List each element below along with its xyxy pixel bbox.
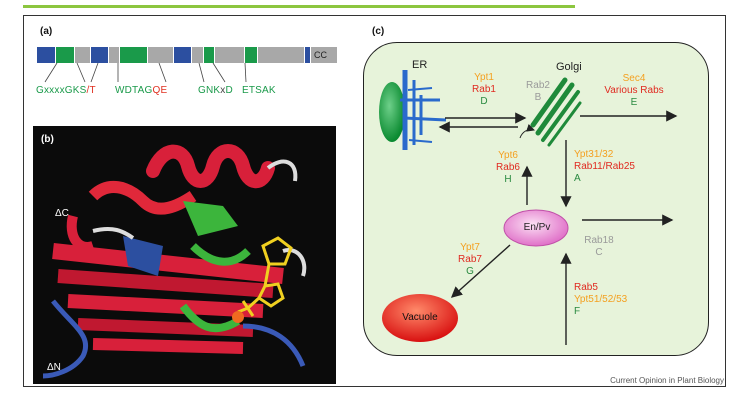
- er-organelle: [379, 70, 447, 150]
- alpha-helix-top: [146, 144, 298, 189]
- en-pv-label: En/Pv: [523, 222, 551, 233]
- bar-segment-gray: [109, 47, 120, 63]
- figure-frame: [23, 15, 726, 387]
- bar-segment-gray: [74, 47, 91, 63]
- motif-1-part: GKS: [64, 85, 87, 96]
- motif-1-part: /: [86, 85, 90, 96]
- bar-segment-gray: [310, 47, 337, 63]
- alpha-helix-left: [88, 181, 197, 215]
- route-b: Rab2 B: [524, 80, 552, 104]
- route-e: Sec4 Various Rabs E: [600, 73, 668, 109]
- bar-segment-green: [55, 47, 75, 63]
- bar-segment-green: [244, 47, 259, 63]
- er-label: ER: [412, 59, 428, 71]
- route-a-plant: Rab11/Rab25: [574, 161, 635, 172]
- loop-white: [92, 227, 135, 240]
- motif-3: GNKxD: [198, 85, 233, 96]
- route-e-plant: Various Rabs: [604, 85, 664, 96]
- beta-sheet: [52, 243, 284, 354]
- bar-segment-blue: [305, 47, 311, 63]
- motif-1: GxxxxGKS/T: [36, 85, 96, 96]
- route-e-yeast: Sec4: [622, 73, 646, 84]
- golgi-label: Golgi: [556, 61, 582, 73]
- route-a-letter: A: [574, 173, 581, 184]
- route-f-letter: F: [574, 306, 581, 317]
- route-h-letter: H: [504, 174, 512, 185]
- bar-segment-blue: [37, 47, 56, 63]
- journal-credit: Current Opinion in Plant Biology: [610, 376, 724, 385]
- bar-segment-gray: [148, 47, 175, 63]
- route-b-letter: B: [534, 92, 542, 103]
- route-g: Ypt7 Rab7 G: [458, 242, 482, 278]
- route-f: Rab5 Ypt51/52/53 F: [574, 282, 627, 318]
- protein-structure-image: (b) ΔC ΔN: [33, 126, 336, 384]
- endosome-organelle: [503, 209, 569, 247]
- route-c-letter: C: [595, 247, 603, 258]
- ribbon-diagram: [42, 144, 307, 379]
- route-a-yeast: Ypt31/32: [574, 149, 614, 160]
- loop-blue-right: [242, 323, 306, 367]
- bar-segment-blue: [174, 47, 193, 63]
- route-g-letter: G: [466, 266, 474, 277]
- motif-4: ETSAK: [242, 85, 276, 96]
- route-e-letter: E: [630, 97, 638, 108]
- route-c-plant: Rab18: [584, 235, 614, 246]
- cc-label: CC: [314, 50, 327, 60]
- top-accent-line: [23, 5, 575, 8]
- p-loop-green: [179, 303, 241, 333]
- route-g-plant: Rab7: [458, 254, 482, 265]
- gtp-ligand: [237, 236, 293, 317]
- route-f-plant: Rab5: [574, 282, 598, 293]
- n-term-blue: [42, 299, 89, 379]
- bar-segment-gray: [192, 47, 205, 63]
- bar-segment-blue: [90, 47, 110, 63]
- motif-4-part: ETSAK: [242, 85, 276, 96]
- motif-2: WDTAGQE: [115, 85, 167, 96]
- motif-2-part: WDTAG: [115, 85, 153, 96]
- route-d-letter: D: [480, 96, 488, 107]
- route-h-yeast: Ypt6: [498, 150, 518, 161]
- arrow-endosome-to-vacuole: [450, 244, 511, 298]
- route-d-plant: Rab1: [472, 84, 496, 95]
- arrow-golgi-retrograde: [519, 123, 535, 139]
- route-g-yeast: Ypt7: [460, 242, 480, 253]
- route-h: Ypt6 Rab6 H: [496, 150, 520, 186]
- route-a: Ypt31/32 Rab11/Rab25 A: [574, 149, 635, 185]
- motif-3-part: x: [220, 85, 226, 96]
- route-f-yeast: Ypt51/52/53: [574, 294, 628, 305]
- panel-b-label: (b): [41, 134, 54, 145]
- delta-c-label: ΔC: [55, 208, 69, 219]
- switch-region-green: [183, 201, 238, 236]
- bar-segment-gray: [258, 47, 306, 63]
- route-d-yeast: Ypt1: [474, 72, 494, 83]
- motif-1-part: Gxxxx: [36, 85, 65, 96]
- route-h-plant: Rab6: [496, 162, 520, 173]
- bar-segment-gray: [214, 47, 245, 63]
- route-c: Rab18 C: [580, 235, 618, 259]
- loop-white: [282, 248, 307, 277]
- golgi-organelle: [530, 77, 582, 147]
- loop-c-term: [66, 214, 95, 252]
- panel-c-label: (c): [372, 26, 385, 37]
- panel-a-label: (a): [40, 26, 53, 37]
- motif-3-part: D: [225, 85, 233, 96]
- vacuole-label: Vacuole: [402, 312, 438, 323]
- motif-2-part: QE: [152, 85, 168, 96]
- vacuole-organelle: [382, 294, 458, 342]
- motif-1-part: T: [89, 85, 96, 96]
- domain-bar: [37, 47, 337, 63]
- magnesium-ion: [232, 311, 244, 323]
- bar-segment-green: [204, 47, 215, 63]
- route-b-plant: Rab2: [526, 80, 550, 91]
- helix-blue: [123, 236, 163, 276]
- motif-3-part: GNK: [198, 85, 221, 96]
- bar-segment-green: [119, 47, 148, 63]
- delta-n-label: ΔN: [47, 362, 61, 373]
- loop-green: [190, 243, 251, 266]
- route-d: Ypt1 Rab1 D: [469, 72, 499, 108]
